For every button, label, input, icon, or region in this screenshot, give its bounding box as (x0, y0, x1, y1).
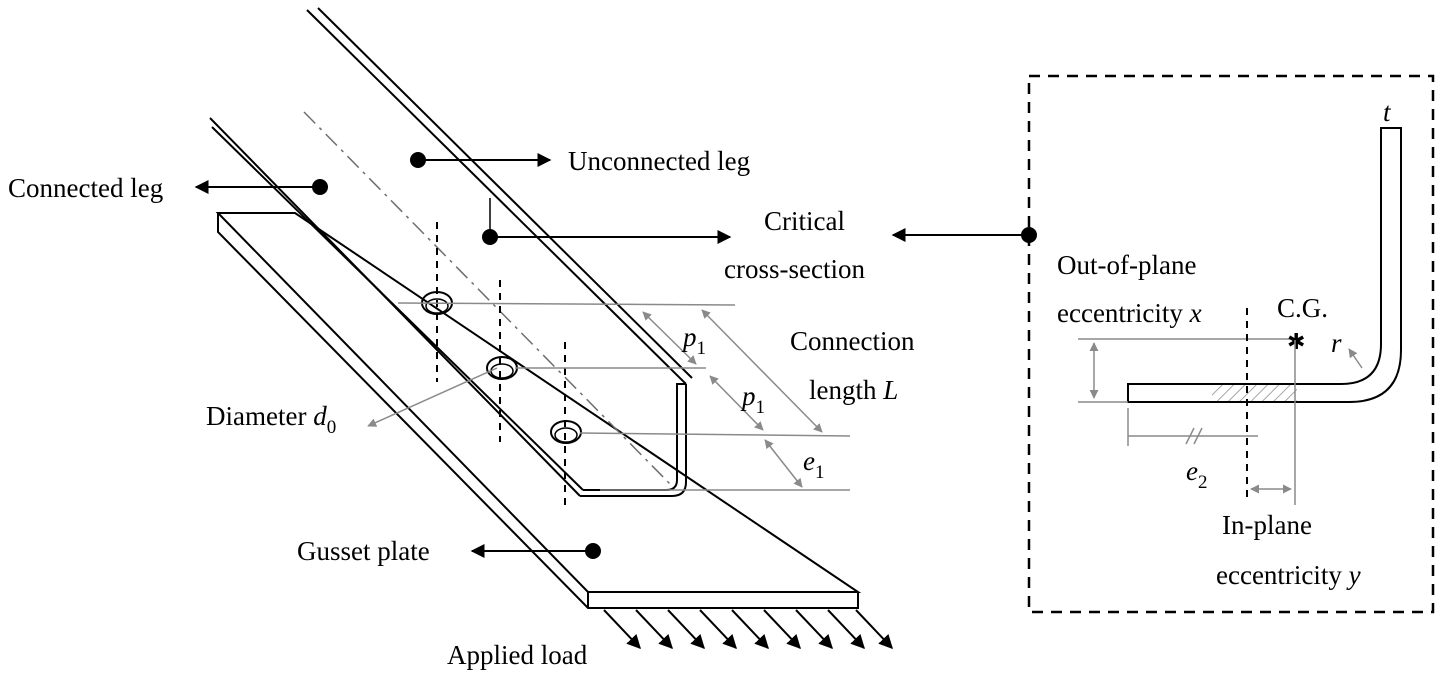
connection-label-line2: length L (809, 375, 898, 405)
in-plane-label-line2: eccentricity y (1216, 560, 1361, 590)
load-arrow-6 (763, 609, 801, 650)
cg-marker: ✱ (1287, 330, 1305, 355)
extension-line-hole-3 (579, 432, 851, 437)
gusset-plate-label: Gusset plate (297, 536, 430, 566)
critical-label-line1: Critical (764, 206, 845, 236)
connected-leg-inner-edge (211, 126, 584, 491)
edge-1-label: e1 (803, 446, 824, 483)
unconnected-leg-label: Unconnected leg (568, 146, 750, 176)
connected-leg-label: Connected leg (8, 173, 163, 203)
pitch-dimension-1 (642, 311, 697, 365)
edge-distance-dimension (764, 439, 803, 488)
angle-end-profile (580, 384, 687, 497)
dimension-lines (367, 302, 851, 491)
pitch-1-label: p1 (681, 322, 706, 359)
load-arrow-9 (855, 609, 893, 650)
load-arrow-1 (603, 609, 641, 650)
cross-section-hatch (1212, 385, 1297, 401)
load-arrow-3 (667, 609, 705, 650)
out-of-plane-label-line2: eccentricity x (1057, 298, 1202, 328)
edge-2-label: e2 (1186, 456, 1207, 493)
unconnected-leg-inner-edge (317, 7, 693, 379)
load-arrow-2 (635, 609, 673, 650)
out-of-plane-label-line1: Out-of-plane (1057, 250, 1196, 280)
radius-label: r (1331, 328, 1342, 358)
in-plane-label-line1: In-plane (1222, 510, 1312, 540)
load-arrow-5 (731, 609, 769, 650)
bolt-hole-2-inner (490, 363, 514, 379)
applied-load-label: Applied load (447, 640, 588, 670)
connection-label-line1: Connection (790, 326, 915, 356)
applied-load-arrows (603, 609, 893, 650)
load-arrow-8 (827, 609, 865, 650)
angle-heel-centerline (303, 111, 673, 487)
edge-e2-slash-1 (1185, 427, 1195, 445)
load-arrow-7 (795, 609, 833, 650)
angle-cross-section (1127, 127, 1402, 403)
extension-line-hole-1 (397, 302, 736, 306)
load-arrow-4 (699, 609, 737, 650)
cg-label: C.G. (1277, 293, 1328, 323)
pitch-2-label: p1 (740, 381, 765, 418)
cross-section-panel: ✱ (1027, 74, 1435, 614)
edge-e2-slash-2 (1193, 427, 1203, 445)
radius-leader (1348, 348, 1363, 369)
connection-length-dimension (701, 309, 823, 433)
diameter-leader (367, 367, 498, 427)
callout-pointers (194, 152, 1037, 559)
critical-label-line2: cross-section (724, 254, 865, 284)
gusset-plate-drawing (215, 212, 862, 609)
cross-section-frame (1027, 74, 1435, 614)
thickness-label: t (1383, 97, 1392, 127)
unconnected-leg-outer-edge (306, 9, 687, 385)
bolt-hole-3-inner (554, 427, 578, 443)
diameter-label: Diameter d0 (206, 401, 336, 438)
angle-end-inner (583, 383, 686, 491)
